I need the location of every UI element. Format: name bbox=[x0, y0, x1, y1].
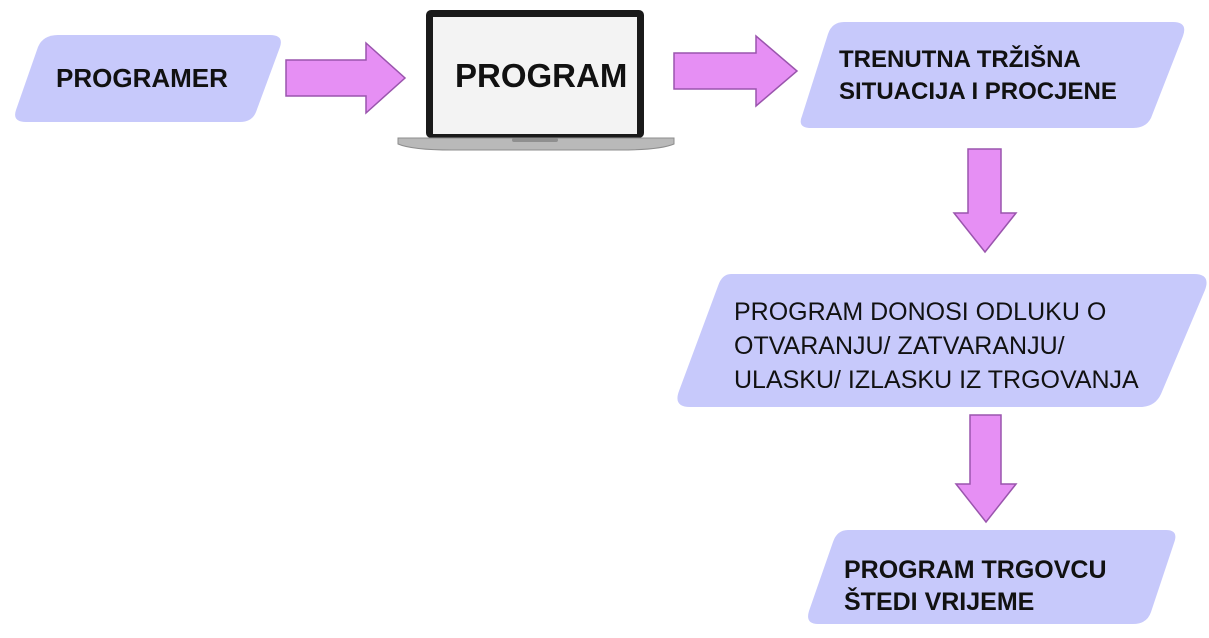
market-shape bbox=[800, 22, 1185, 128]
laptop-icon bbox=[397, 10, 675, 151]
laptop-screen bbox=[433, 17, 637, 134]
arrow-program-to-market bbox=[673, 34, 799, 108]
decision-label-line-2: OTVARANJU/ ZATVARANJU/ bbox=[734, 332, 1065, 360]
decision-label: PROGRAM DONOSI ODLUKU O OTVARANJU/ ZATVA… bbox=[734, 295, 1139, 397]
programer-label: PROGRAMER bbox=[56, 63, 228, 93]
saves-time-shape bbox=[808, 530, 1176, 624]
saves-time-label-line-1: PROGRAM TRGOVCU bbox=[844, 556, 1107, 584]
arrow-market-to-decision bbox=[952, 148, 1018, 254]
laptop-base bbox=[397, 137, 675, 151]
market-label-line-2: SITUACIJA I PROCJENE bbox=[839, 78, 1117, 105]
saves-time-label: PROGRAM TRGOVCU ŠTEDI VRIJEME bbox=[844, 554, 1107, 618]
arrow-decision-to-saves bbox=[954, 414, 1018, 524]
market-label-line-1: TRENUTNA TRŽIŠNA bbox=[839, 46, 1081, 73]
program-label: PROGRAM bbox=[455, 57, 628, 94]
decision-label-line-1: PROGRAM DONOSI ODLUKU O bbox=[734, 298, 1107, 326]
decision-label-line-3: ULASKU/ IZLASKU IZ TRGOVANJA bbox=[734, 366, 1139, 394]
programer-shape bbox=[15, 35, 281, 122]
market-label: TRENUTNA TRŽIŠNA SITUACIJA I PROCJENE bbox=[839, 44, 1117, 108]
arrow-programer-to-program bbox=[285, 41, 407, 115]
saves-time-label-line-2: ŠTEDI VRIJEME bbox=[844, 588, 1035, 616]
decision-shape bbox=[677, 274, 1207, 407]
laptop-notch bbox=[512, 138, 558, 142]
